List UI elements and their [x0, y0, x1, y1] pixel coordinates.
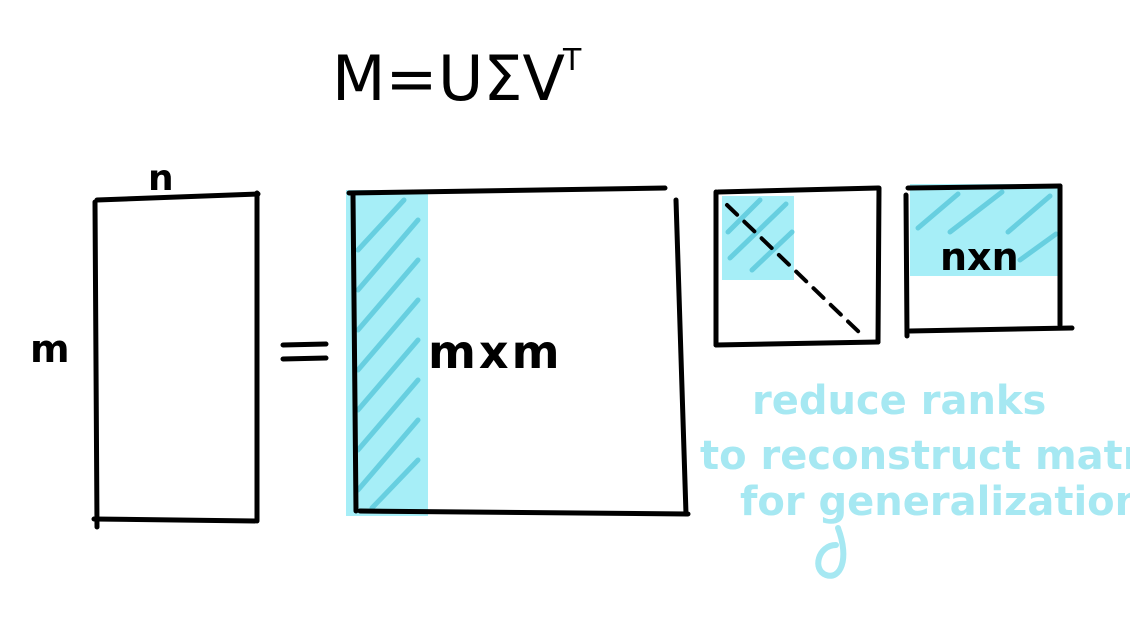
u-matrix-top-edge [346, 185, 668, 196]
sigma-matrix-right-edge [875, 185, 882, 345]
v-matrix-label: nxn [940, 235, 1019, 279]
svd-equation: M= UΣV T [332, 42, 582, 115]
v-matrix-bottom-edge [907, 325, 1075, 334]
input-matrix-left-edge [92, 199, 100, 530]
v-matrix-highlight [910, 184, 1060, 276]
u-matrix-bottom-edge [357, 508, 691, 517]
u-matrix-hatching [355, 197, 421, 511]
note-line-2: to reconstruct matrix [700, 433, 1130, 479]
input-matrix-bottom-edge [91, 516, 258, 524]
sigma-matrix-top-edge [715, 185, 881, 195]
input-matrix-cols-label: n [148, 158, 174, 199]
sigma-matrix [713, 185, 882, 348]
u-matrix-label: mxm [428, 325, 563, 379]
v-matrix-hatching [915, 189, 1059, 263]
equation-transpose-superscript: T [562, 43, 582, 78]
note-line-3: for generalization [740, 479, 1130, 525]
v-matrix-left-edge [903, 192, 910, 339]
sigma-matrix-diagonal [725, 203, 864, 337]
u-matrix: mxm [346, 185, 691, 517]
equation-lhs: M= [332, 42, 437, 115]
equation-rhs: UΣV [438, 42, 565, 115]
sigma-matrix-hatching [725, 197, 795, 273]
input-matrix: n m [30, 158, 261, 530]
note-flourish [815, 525, 847, 579]
v-matrix-top-edge [905, 183, 1063, 191]
input-matrix-top-edge [94, 191, 261, 203]
input-matrix-rows-label: m [30, 327, 70, 371]
u-matrix-right-edge [673, 197, 689, 517]
note-line-1: reduce ranks [752, 378, 1046, 424]
v-matrix: nxn [903, 183, 1075, 339]
u-matrix-highlight-column [346, 190, 428, 516]
rank-reduction-note: reduce ranks to reconstruct matrix for g… [700, 378, 1130, 579]
u-matrix-left-edge [350, 192, 359, 514]
sigma-matrix-bottom-edge [713, 339, 881, 348]
equals-sign [280, 341, 329, 362]
